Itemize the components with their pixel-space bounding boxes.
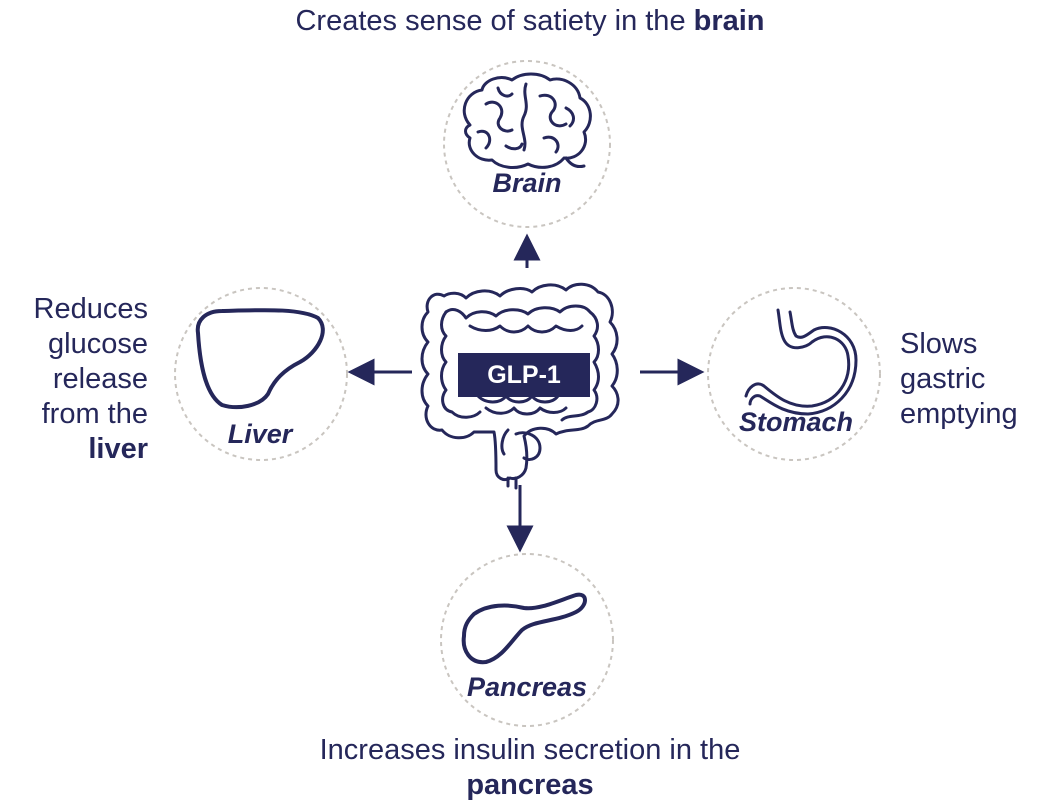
pancreas-caption: Increases insulin secretion in the pancr… bbox=[180, 733, 880, 803]
pancreas-caption-text: Increases insulin secretion in the bbox=[319, 734, 741, 766]
brain-label: Brain bbox=[492, 168, 562, 198]
stomach-caption-line2: gastric bbox=[900, 363, 986, 395]
brain-caption-text: Creates sense of satiety in the bbox=[295, 5, 694, 37]
pancreas-caption-bold: pancreas bbox=[466, 769, 594, 801]
brain-icon bbox=[462, 72, 592, 169]
pancreas-circle bbox=[440, 553, 614, 727]
brain-caption: Creates sense of satiety in the brain bbox=[180, 4, 880, 39]
liver-circle bbox=[174, 287, 348, 461]
liver-caption-line3: release bbox=[52, 363, 148, 395]
liver-label: Liver bbox=[227, 419, 293, 449]
stomach-icon bbox=[744, 308, 858, 416]
stomach-caption-line1: Slows bbox=[900, 328, 978, 360]
brain-circle bbox=[443, 60, 611, 228]
intestine-icon bbox=[420, 282, 620, 490]
stomach-caption-line3: emptying bbox=[900, 398, 1018, 430]
pancreas-label: Pancreas bbox=[466, 672, 588, 702]
liver-caption-bold: liver bbox=[88, 433, 148, 465]
liver-caption: Reduces glucose release from the liver bbox=[0, 292, 148, 467]
pancreas-icon bbox=[461, 592, 587, 665]
liver-caption-line4: from the bbox=[41, 398, 148, 430]
glp1-label-box bbox=[458, 353, 590, 397]
glp1-label: GLP-1 bbox=[487, 361, 561, 389]
liver-caption-line2: glucose bbox=[48, 328, 148, 360]
brain-caption-bold: brain bbox=[693, 5, 765, 37]
stomach-caption: Slows gastric emptying bbox=[900, 327, 1050, 432]
stomach-circle bbox=[707, 287, 881, 461]
liver-caption-line1: Reduces bbox=[33, 293, 148, 325]
liver-icon bbox=[195, 308, 325, 410]
stomach-label: Stomach bbox=[738, 407, 854, 437]
